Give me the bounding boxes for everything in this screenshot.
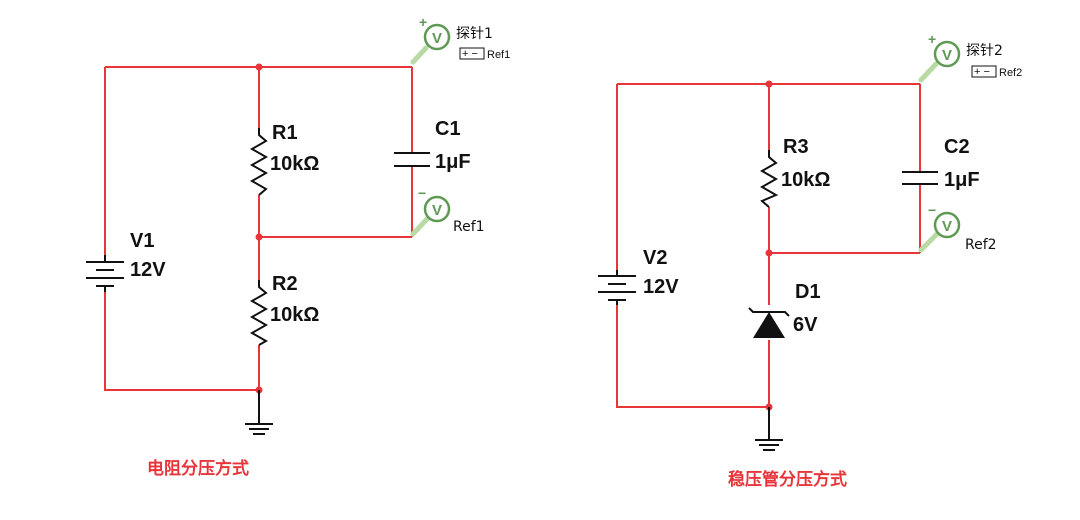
c1-name: C1 [435, 118, 461, 140]
probe-1-ref-top: Ref1 [487, 49, 510, 61]
zener-diode-d1-symbol[interactable] [748, 307, 790, 338]
probe-2-label: 探针2 [966, 43, 1003, 59]
wire-v2-bottom [616, 305, 769, 408]
probe-2-plus: + [928, 31, 936, 47]
circuit-1-wires [104, 66, 413, 391]
circuit-1: V1 12V R1 10kΩ R2 10kΩ C1 1μF V + [86, 14, 510, 479]
probe-1-ref-symbol: V [432, 202, 442, 219]
resistor-r2-symbol[interactable] [249, 280, 269, 346]
probe-1-ref-minus: − [418, 185, 426, 201]
circuit-2: V2 12V R3 10kΩ D1 6V C2 1μF [598, 31, 1022, 490]
d1-name: D1 [795, 281, 821, 303]
r2-name: R2 [272, 273, 298, 295]
v1-value: 12V [130, 259, 166, 281]
probe-1-ref-box-signs: + − [462, 48, 478, 60]
probe-2-symbol: V [942, 47, 952, 64]
v1-name: V1 [130, 230, 154, 252]
voltage-probe-1[interactable]: V + [410, 14, 451, 65]
battery-v2-symbol[interactable] [598, 270, 636, 305]
probe-1-symbol: V [432, 30, 442, 47]
voltage-probe-2[interactable]: V + [918, 31, 961, 83]
probe-2-ref-box [971, 65, 997, 78]
circuit-2-wires [616, 83, 921, 408]
junction-dot [765, 80, 773, 88]
c2-value: 1μF [944, 169, 980, 191]
probe-1-ref-box [459, 47, 485, 60]
resistor-r1-symbol[interactable] [249, 128, 269, 196]
resistor-r3-symbol[interactable] [759, 150, 779, 208]
probe-2-ref-minus: − [928, 202, 936, 218]
probe-1-plus: + [419, 14, 427, 30]
probe-2-ref-box-signs: + − [974, 66, 990, 78]
probe-2-ref-top: Ref2 [999, 67, 1022, 79]
capacitor-c2-symbol[interactable] [902, 171, 938, 185]
circuit-1-caption: 电阻分压方式 [147, 458, 249, 479]
r3-value: 10kΩ [781, 169, 830, 191]
junction-dot [255, 63, 263, 71]
wire-v1-bottom [104, 292, 259, 391]
probe-2-ref-symbol: V [942, 218, 952, 235]
probe-1-ref-label: Ref1 [453, 219, 485, 235]
d1-value: 6V [793, 314, 818, 336]
v2-name: V2 [643, 247, 667, 269]
voltage-probe-2-ref[interactable]: V − [918, 202, 961, 253]
c1-value: 1μF [435, 151, 471, 173]
r3-name: R3 [783, 136, 809, 158]
junction-dot [255, 233, 263, 241]
r2-value: 10kΩ [270, 304, 319, 326]
ground-symbol-2 [755, 407, 783, 451]
r1-name: R1 [272, 122, 298, 144]
junction-dot [765, 249, 773, 257]
capacitor-c1-symbol[interactable] [394, 152, 430, 167]
probe-2-ref-label: Ref2 [965, 237, 997, 253]
v2-value: 12V [643, 276, 679, 298]
c2-name: C2 [944, 136, 970, 158]
probe-1-label: 探针1 [456, 26, 493, 42]
battery-v1-symbol[interactable] [86, 255, 124, 292]
ground-symbol-1 [245, 390, 273, 435]
r1-value: 10kΩ [270, 153, 319, 175]
circuit-2-caption: 稳压管分压方式 [728, 469, 847, 490]
voltage-probe-1-ref[interactable]: V − [410, 185, 451, 237]
